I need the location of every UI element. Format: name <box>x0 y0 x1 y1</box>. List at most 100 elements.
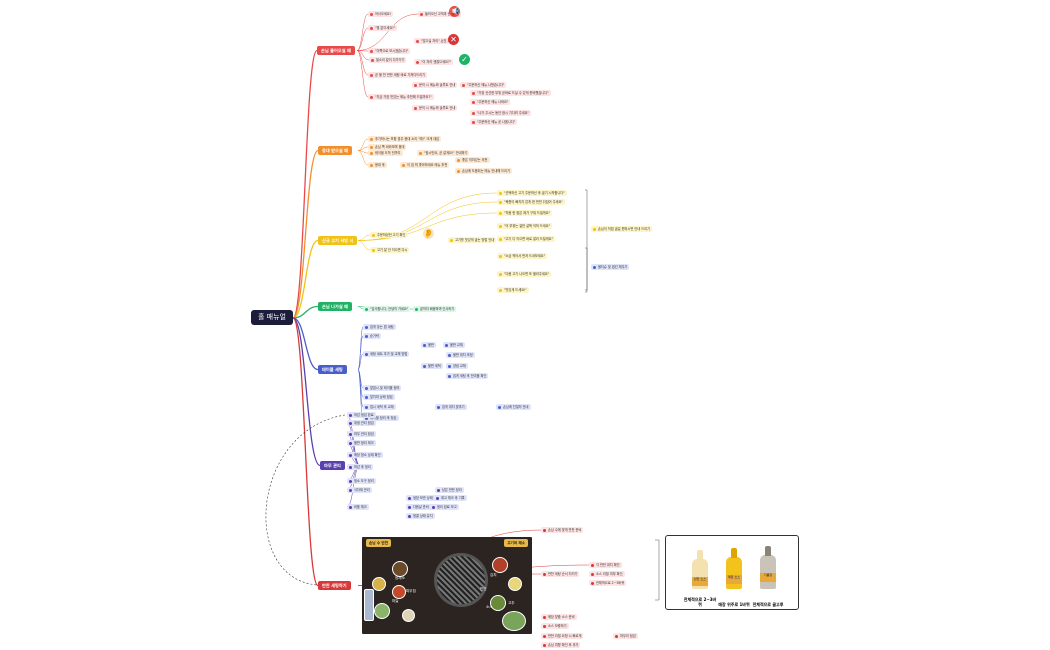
leaf-node[interactable]: 반찬 세팅 순서 지키기 <box>541 571 580 577</box>
leaf-node[interactable]: "처음 한 점은 제가 구워 드릴게요" <box>497 210 553 216</box>
leaf-label: 집게 놓는 법 세팅 <box>370 325 394 329</box>
leaf-node[interactable]: 각 반찬 위치 확인 <box>589 562 622 568</box>
leaf-node[interactable]: 불판 교체 <box>443 342 465 348</box>
leaf-node[interactable]: 위생 관리 점검 <box>347 420 376 426</box>
leaf-connector <box>356 50 369 98</box>
leaf-node[interactable]: "다음 고기 나오면 또 불러주세요" <box>497 271 552 277</box>
category-node[interactable]: 신규 고기 서빙 시 <box>318 236 358 245</box>
leaf-node[interactable]: 손님 수에 맞게 반찬 준비 <box>541 527 584 533</box>
leaf-node[interactable]: 물티슈 및 냅킨 채우기 <box>591 264 630 270</box>
bullet-icon <box>457 169 460 173</box>
leaf-node[interactable]: 정리 완료 보고 <box>430 504 459 510</box>
leaf-node[interactable]: "주문하신 메뉴 나와요" <box>470 99 511 105</box>
leaf-node[interactable]: 들어오신 고객과 눈맞추기 <box>418 11 462 17</box>
leaf-node[interactable]: 비품 체크 <box>347 504 369 510</box>
leaf-node[interactable]: 앞접시 및 테이블 정리 <box>363 385 402 391</box>
leaf-node[interactable]: 좋은 의미있는 추천 <box>455 157 490 163</box>
leaf-node[interactable]: 소스 리필 여부 확인 <box>589 571 625 577</box>
leaf-node[interactable]: 손님 취향 확인 후 추가 <box>541 642 581 648</box>
leaf-node[interactable]: "이쪽으로 모시겠습니다" <box>368 48 411 54</box>
leaf-node[interactable]: 불판 위치 조정 <box>446 352 475 358</box>
leaf-node[interactable]: "가장 신선한 부위 곧바로 드실 수 있게 준비했습니다" <box>470 90 551 96</box>
leaf-node[interactable]: "나가 주시는 동안 잠시 기다려 주세요" <box>470 110 531 116</box>
leaf-node[interactable]: 끝까지 배웅하며 인사하기 <box>413 306 457 312</box>
leaf-node[interactable]: 집게 놓는 법 세팅 <box>363 324 396 330</box>
leaf-node[interactable]: 접시 세척 후 교체 <box>363 404 396 410</box>
leaf-node[interactable]: 문의 시 메뉴와 솔루트 안내 <box>412 105 458 111</box>
leaf-node[interactable]: 매장 맞춤 소스 준비 <box>541 614 577 620</box>
leaf-node[interactable]: "몇 분이세요?" <box>368 25 398 31</box>
leaf-node[interactable]: "잠시만요, 곧 갈게요!" 안내하기 <box>417 150 470 156</box>
leaf-node[interactable]: 숟가락 <box>363 333 381 339</box>
side-dish-plate <box>392 585 406 599</box>
bullet-icon <box>423 343 426 347</box>
category-node[interactable]: 손님 들어오실 때 <box>317 46 355 55</box>
side-dish-plate <box>492 557 508 573</box>
leaf-node[interactable]: 곧 물 찬 반찬 세팅 바로 가져다드리기 <box>368 72 428 78</box>
leaf-node[interactable]: 식자재 관리 <box>347 487 372 493</box>
leaf-node[interactable]: 손님께 도움되는 메뉴 안내해 드리기 <box>455 168 513 174</box>
leaf-node[interactable]: 청소 도구 정리 <box>347 478 376 484</box>
leaf-node[interactable]: 매장 청소 상태 확인 <box>347 452 383 458</box>
leaf-node[interactable]: 불판 세척 <box>421 363 443 369</box>
leaf-node[interactable]: "주문하신 메뉴 나왔습니다" <box>460 82 507 88</box>
leaf-node[interactable]: 응대 후 <box>368 162 387 168</box>
leaf-node[interactable]: 다음날 준비 사항 <box>406 504 438 510</box>
leaf-node[interactable]: 마무 관리 점검 <box>347 431 376 437</box>
leaf-node[interactable]: "고기 다 익으면 바로 잘라 드릴게요" <box>497 236 556 242</box>
leaf-label: 불판 교체 <box>450 343 463 347</box>
leaf-node[interactable]: 마감 점검 완료 <box>347 412 376 418</box>
leaf-node[interactable]: 마무리 점검 <box>613 633 638 639</box>
bullet-icon <box>370 163 373 167</box>
leaf-node[interactable]: 테이블 도착 전까지 <box>368 150 403 156</box>
leaf-node[interactable]: 이 집 뭐 좋아하세요 메뉴 추천 <box>400 162 450 168</box>
leaf-node[interactable]: 고기 잘 안 익으면 다시 <box>370 247 410 253</box>
leaf-node[interactable]: "선택하신 고기 주문하신 후 굽기 시작합니다" <box>497 190 567 196</box>
leaf-node[interactable]: 손님께 친절히 안내 <box>496 404 531 410</box>
leaf-node[interactable]: "맛있게 드세요!" <box>497 287 529 293</box>
leaf-node[interactable]: 냉장 보관 상태 점검 <box>406 495 442 501</box>
leaf-node[interactable]: 문의 시 메뉴와 솔루트 안내 <box>412 82 458 88</box>
leaf-node[interactable]: "감사합니다, 안녕히 가세요" <box>363 306 411 312</box>
leaf-node[interactable]: 고기를 맛있게 굽는 방법 안내 <box>448 237 497 243</box>
leaf-node[interactable]: 양념 교체 <box>446 363 468 369</box>
leaf-node[interactable]: "지금 가장 맛있는 메뉴 추천해 드릴까요?" <box>368 94 434 100</box>
leaf-node[interactable]: 어서오세요! <box>368 11 393 17</box>
bullet-icon <box>408 496 411 500</box>
leaf-node[interactable]: 소스 보충하기 <box>541 623 569 629</box>
leaf-node[interactable]: 테이블 정리 후 정돈 <box>363 415 399 421</box>
category-node[interactable]: 응대 받으실 때 <box>318 146 353 155</box>
leaf-node[interactable]: 집게 위치 맞추기 <box>435 404 467 410</box>
leaf-node[interactable]: 세팅 세트 추가 및 교체 방법 <box>363 351 410 357</box>
category-node[interactable]: 마무 관리 <box>320 461 345 470</box>
leaf-node[interactable]: "이 자리 괜찮으세요?" <box>414 59 454 65</box>
leaf-node[interactable]: 불판 <box>421 342 436 348</box>
leaf-node[interactable]: "앉으실 자리" 손짓 X <box>414 38 452 44</box>
leaf-node[interactable]: 남은 반찬 정리 <box>435 487 464 493</box>
leaf-label: 위생 관리 점검 <box>354 421 374 425</box>
cross-icon: ✕ <box>448 34 459 45</box>
category-node[interactable]: 테이블 세팅 <box>318 365 347 374</box>
leaf-node[interactable]: 청결 상태 유지 <box>406 513 435 519</box>
leaf-node[interactable]: 손님 쪽 바라보며 응대 <box>368 144 407 150</box>
leaf-node[interactable]: "육즙이 빠지지 않게 한 번만 뒤집어 주세요" <box>497 199 565 205</box>
leaf-node[interactable]: "주문하신 메뉴 곧 나옵니다" <box>470 119 518 125</box>
category-node[interactable]: 손님 나가실 때 <box>318 302 353 311</box>
leaf-node[interactable]: 추가하시는 포함 경우 응대 소리 "예!" 크게 대답 <box>368 136 442 142</box>
leaf-node[interactable]: 마감 후 정리 <box>347 464 373 470</box>
leaf-node[interactable]: "소금 찍어서 먼저 드셔보세요" <box>497 253 548 259</box>
leaf-node[interactable]: 반찬 리필 요청 시 빠르게 <box>541 633 584 639</box>
leaf-node[interactable]: 앞치마 상태 점검 <box>363 394 395 400</box>
leaf-node[interactable]: "이 부위는 겉만 살짝 익혀 드세요" <box>497 223 553 229</box>
root-node[interactable]: 홀 매뉴얼 <box>251 310 293 325</box>
leaf-node[interactable]: 불판 정리 체크 <box>347 440 376 446</box>
leaf-node[interactable]: 집게 세팅 후 잔여물 확인 <box>446 373 489 379</box>
leaf-label: 테이블 정리 후 정돈 <box>370 416 397 420</box>
leaf-node[interactable]: 재고 체크 후 기록 <box>434 495 467 501</box>
leaf-node[interactable]: 전체적으로 2~3바퀴 <box>589 580 627 586</box>
leaf-node[interactable]: 발소리 없이 다가가기 <box>369 57 407 63</box>
leaf-node[interactable]: 손님이 직접 굽길 원하시면 안내 드리기 <box>591 226 652 232</box>
leaf-node[interactable]: 주문하셨던 고기 확인 <box>370 232 408 238</box>
leaf-label: 남은 반찬 정리 <box>442 488 462 492</box>
category-node[interactable]: 반찬 세팅하기 <box>318 581 351 590</box>
